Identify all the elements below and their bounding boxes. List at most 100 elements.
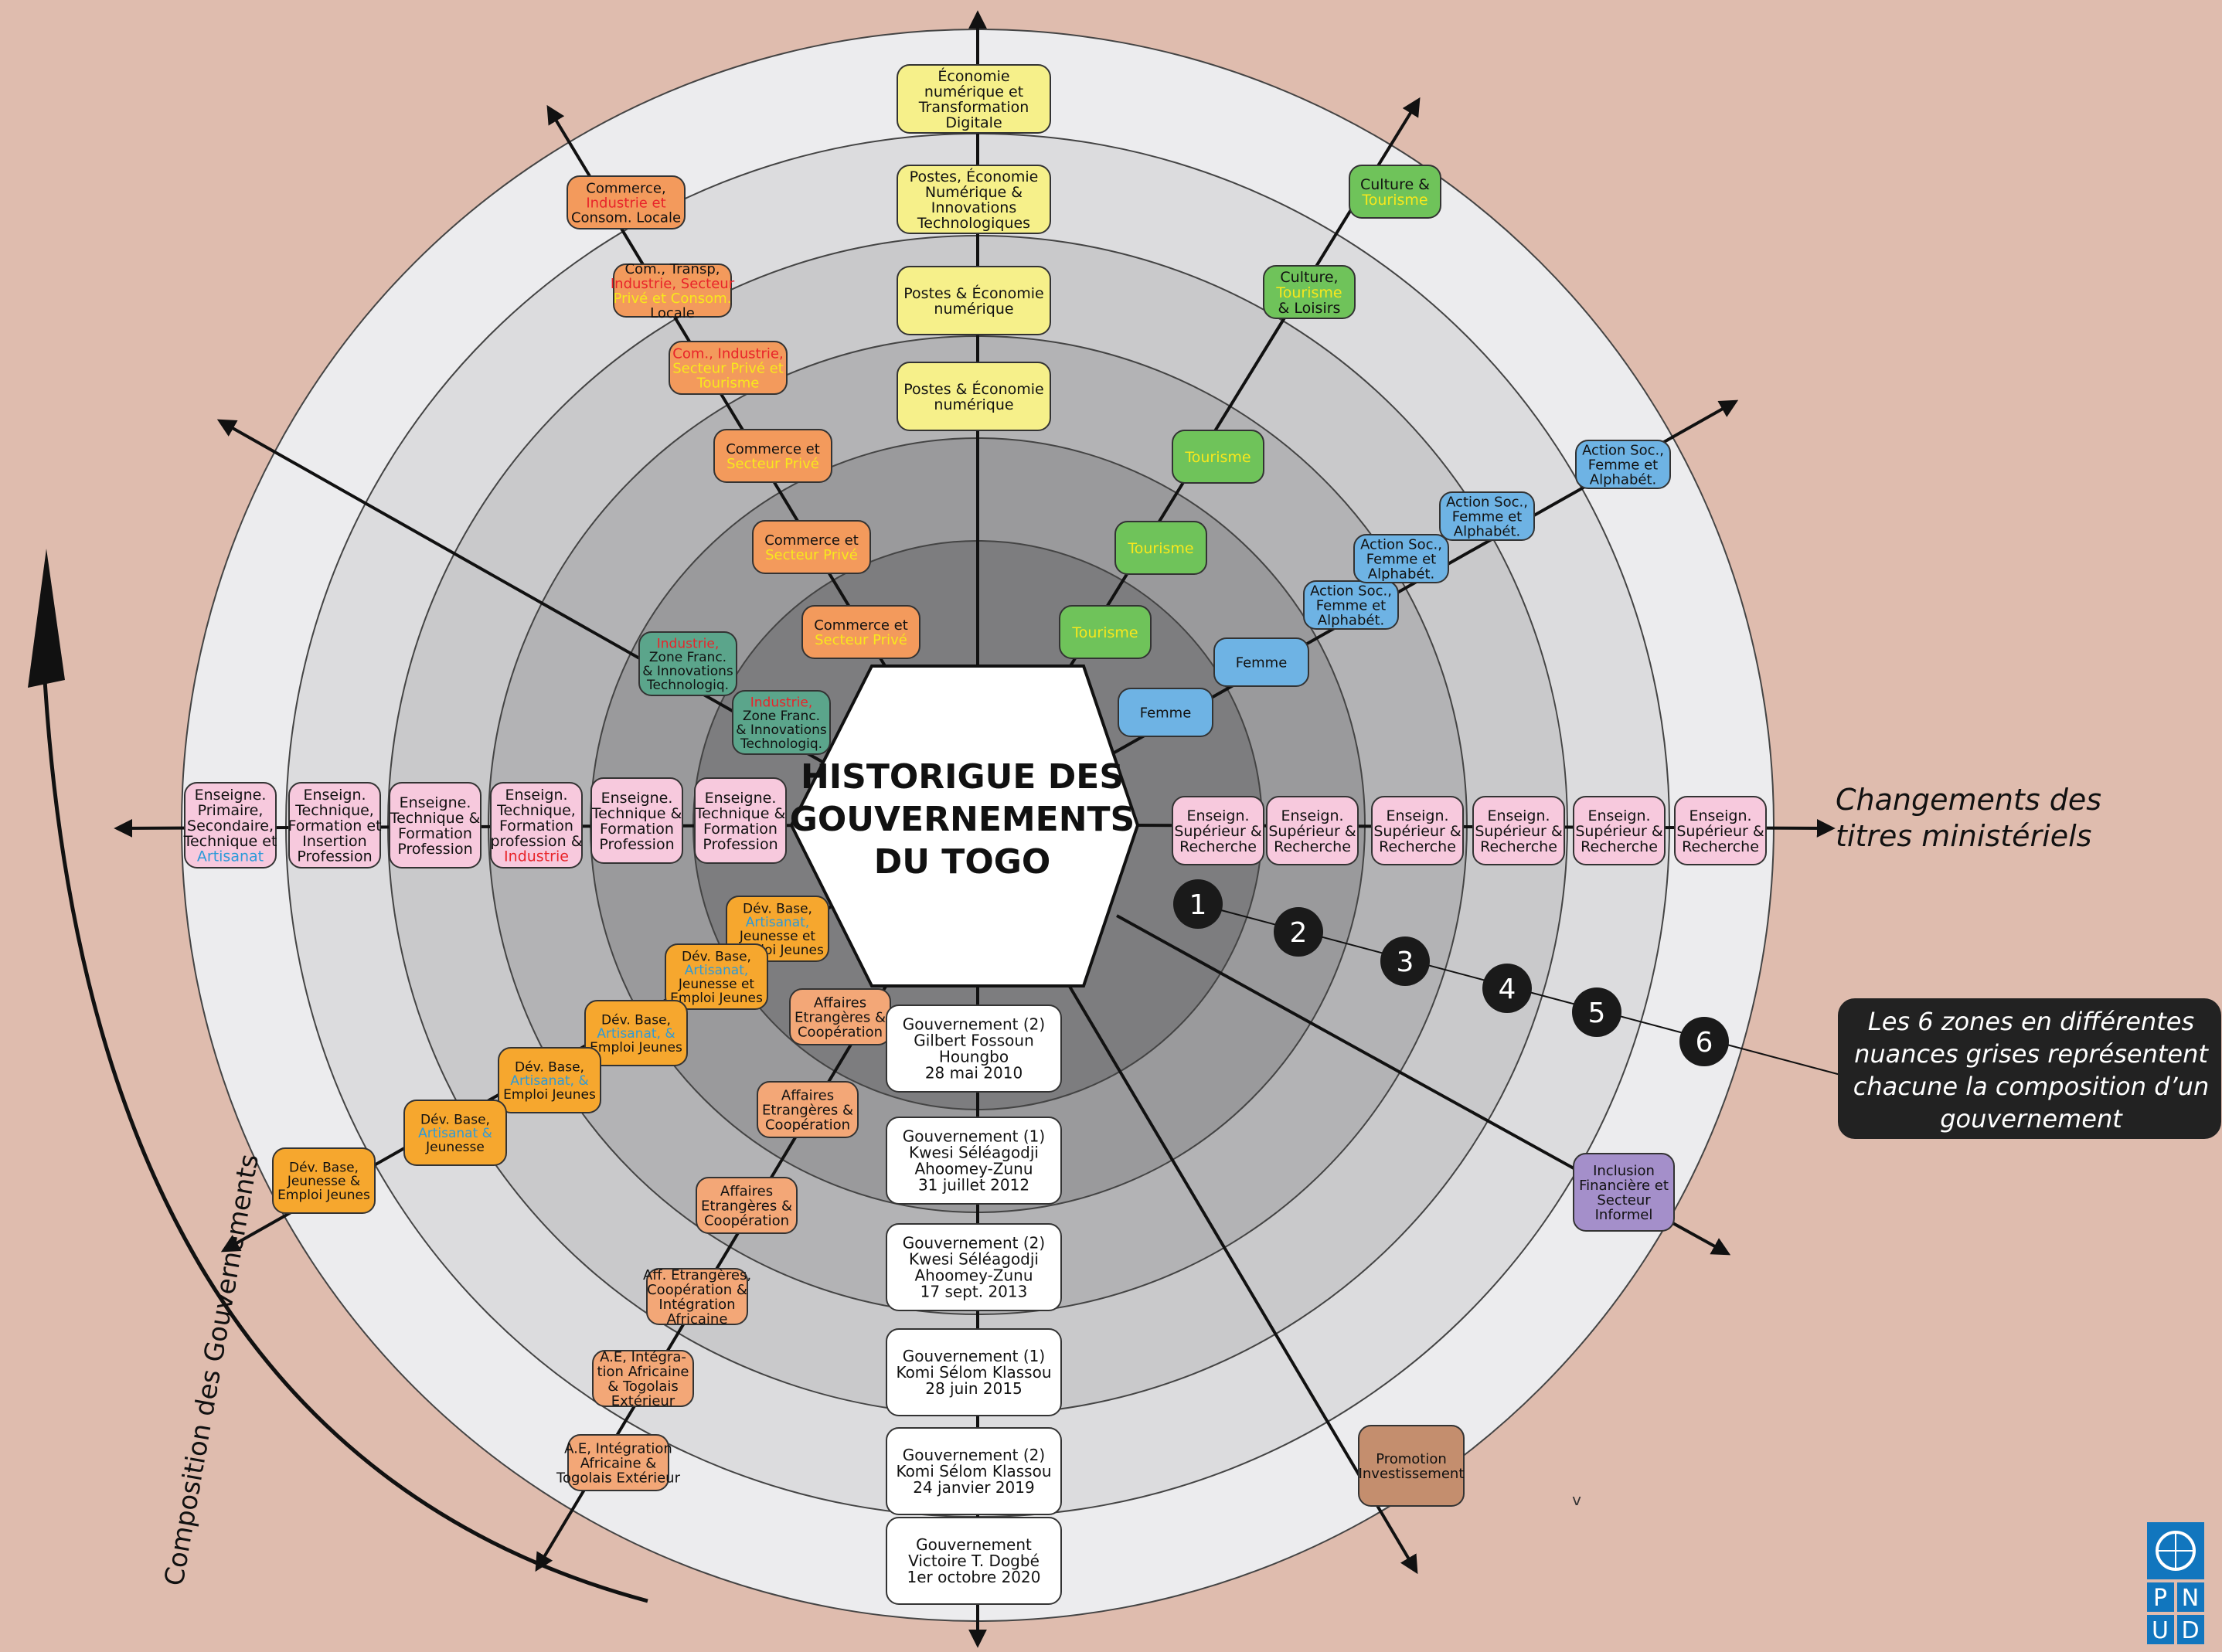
affaires-etrangeres-box-2-shape [757,1081,859,1138]
femme-action-sociale-box-4-line-1: Action Soc., [1360,537,1442,553]
affaires-etrangeres-box-5-line-2: tion Africaine [597,1364,689,1380]
enseignement-technique-box-2-line-1: Enseigne. [601,790,673,807]
industrie-zone-franche-box-2-line-4: Technologiq. [740,736,822,752]
affaires-etrangeres-box-6-line-2: Africaine & [580,1456,657,1472]
enseignement-superieur-box-6-line-1: Enseign. [1689,807,1751,824]
tourisme-box-3-line-1: Tourisme [1184,449,1251,466]
developpement-base-box-4-shape [498,1047,601,1113]
femme-action-sociale-box-5-line-3: Alphabét. [1454,523,1520,539]
commerce-box-5-line-4: Locale [650,305,695,321]
femme-action-sociale-box-3-shape [1303,580,1399,630]
commerce-box-2-line-2: Secteur Privé [765,547,858,563]
affaires-etrangeres-box-2-line-2: Etrangères & [762,1103,853,1119]
gouvernements-box-2-line-3: Ahoomey-Zunu [914,1160,1033,1178]
commerce-box-5-line-3: Privé et Consom. [614,291,732,307]
group-gouvernements: Gouvernement (2)Gilbert FossounHoungbo28… [886,1004,1062,1605]
zone-badge-6-label: 6 [1696,1027,1713,1059]
industrie-zone-franche-box-2-line-3: & Innovations [736,722,827,738]
postes-economie-numerique-box-1-shape [897,362,1051,431]
industrie-zone-franche-box-2-line-2: Zone Franc. [743,709,820,724]
commerce-box-6-line-2: Industrie et [586,195,665,212]
postes-economie-numerique-box-3-line-1: Postes, Économie [910,168,1039,185]
femme-action-sociale-box-6-line-1: Action Soc., [1582,443,1664,459]
gouvernements-box-1: Gouvernement (2)Gilbert FossounHoungbo28… [886,1004,1062,1093]
enseignement-superieur-box-3-line-1: Enseign. [1386,807,1448,824]
enseignement-superieur-box-3-line-3: Recherche [1379,838,1456,855]
industrie-zone-franche-box-1-line-4: Technologiq. [646,678,729,693]
developpement-base-box-5-line-3: Jeunesse [425,1140,485,1155]
postes-economie-numerique-box-4-line-3: Transformation [918,99,1029,116]
enseignement-superieur-box-6: Enseign.Supérieur &Recherche [1674,796,1767,865]
postes-economie-numerique-box-3-line-4: Technologiques [917,215,1030,232]
enseignement-superieur-box-2: Enseign.Supérieur &Recherche [1266,796,1359,865]
commerce-box-5-line-2: Industrie, Secteur [611,276,735,292]
industrie-zone-franche-box-1-line-2: Zone Franc. [649,650,726,665]
enseignement-technique-box-4-line-1: Enseigne. [400,794,471,811]
commerce-box-6-line-3: Consom. Locale [571,209,681,226]
femme-action-sociale-box-6-shape [1575,440,1671,489]
promotion-investissement-box-1-line-1: Promotion [1376,1451,1447,1467]
developpement-base-box-3-line-1: Dév. Base, [601,1012,671,1028]
gouvernements-box-3-line-4: 17 sept. 2013 [920,1283,1028,1301]
commerce-box-1-shape [801,605,920,659]
title-hexagon-shape [789,665,1140,987]
pnud-logo-cell-p [2147,1582,2174,1612]
affaires-etrangeres-box-6-line-3: Togolais Extérieur [556,1470,681,1486]
developpement-base-box-6-line-1: Dév. Base, [289,1160,359,1175]
affaires-etrangeres-box-1-line-3: Coopération [798,1024,883,1040]
zones-legend: Les 6 zones en différentes nuances grise… [1838,998,2221,1139]
zone-badge-6 [1679,1017,1729,1066]
enseignement-superieur-box-4-line-3: Recherche [1480,838,1557,855]
spoke-promotion [1065,980,1418,1575]
enseignement-technique-box-3-line-3: Formation [499,818,573,834]
enseignement-technique-box-5-line-4: Insertion [302,833,366,850]
ministry-boxes: Enseigne.Technique &FormationProfessionE… [183,64,1767,1605]
tourisme-box-2-shape [1114,521,1207,575]
enseignement-technique-box-1-line-2: Technique & [695,805,786,822]
changements-label-line-2: titres ministériels [1836,819,2091,853]
developpement-base-box-4-line-2: Artisanat, & [510,1073,588,1089]
developpement-base-box-3-line-2: Artisanat, & [597,1026,675,1042]
femme-action-sociale-box-5-shape [1439,491,1535,541]
enseignement-superieur-box-2-shape [1266,796,1359,865]
title-line-2: GOUVERNEMENTS [790,800,1135,839]
gouvernements-box-6-shape [886,1517,1062,1605]
affaires-etrangeres-box-3-line-3: Coopération [704,1212,789,1229]
femme-action-sociale-box-4-shape [1353,534,1449,583]
tourisme-box-5-shape [1349,165,1441,219]
enseignement-technique-box-5: Enseign.Technique,Formation etInsertionP… [288,782,382,868]
zones-legend-line-1: Les 6 zones en différentes [1868,1007,2194,1036]
enseignement-superieur-box-4-line-2: Supérieur & [1475,823,1563,840]
enseignement-technique-box-3-line-4: profession & [490,833,582,850]
group-tourisme: TourismeTourismeTourismeCulture,Tourisme… [1059,165,1441,659]
zones-legend-line-2: nuances grises représentent [1854,1039,2209,1069]
developpement-base-box-4-line-3: Emploi Jeunes [503,1087,596,1103]
developpement-base-box-2-line-3: Jeunesse et [678,977,755,992]
industrie-zone-franche-box-2-line-1: Industrie, [750,695,812,710]
enseignement-technique-box-2-line-4: Profession [599,836,674,853]
zones-legend-box [1838,998,2221,1139]
enseignement-superieur-box-3: Enseign.Supérieur &Recherche [1371,796,1464,865]
developpement-base-box-5-line-1: Dév. Base, [420,1112,490,1127]
composition-arc-arrowhead [28,549,65,688]
femme-action-sociale-box-3-line-1: Action Soc., [1310,583,1392,600]
gouvernements-box-5-line-3: 24 janvier 2019 [913,1478,1034,1497]
femme-action-sociale-box-1-line-1: Femme [1140,705,1192,722]
affaires-etrangeres-box-4-line-1: Aff. Etrangères, [643,1267,751,1283]
developpement-base-box-3: Dév. Base,Artisanat, &Emploi Jeunes [584,1000,688,1066]
gouvernements-box-3: Gouvernement (2)Kwesi SéléagodjiAhoomey-… [886,1223,1062,1311]
enseignement-superieur-box-1-line-2: Supérieur & [1174,823,1262,840]
